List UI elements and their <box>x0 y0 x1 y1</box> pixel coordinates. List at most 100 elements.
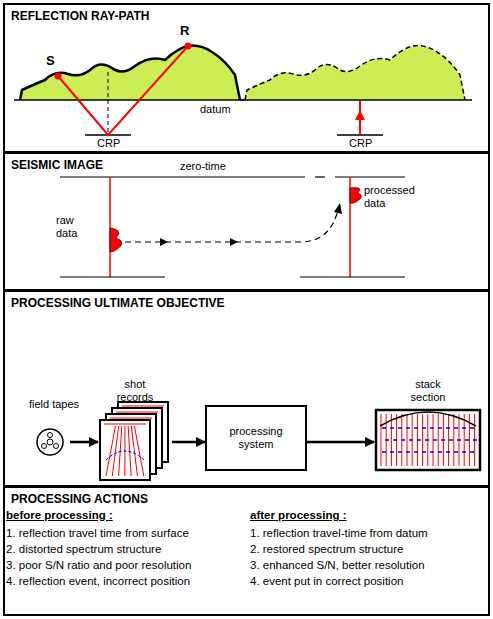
section-event <box>414 427 418 429</box>
section-event <box>422 451 426 453</box>
process-box: processing system <box>205 405 307 471</box>
shot-top <box>116 411 158 412</box>
section-event <box>398 427 402 429</box>
panel: REFLECTION RAY-PATH <box>3 3 490 153</box>
list-item: 3. poor S/N ratio and poor resolution <box>6 559 191 572</box>
list-item: 1. reflection travel time from surface <box>6 527 189 540</box>
section-event <box>406 451 410 453</box>
section-frame <box>376 410 480 470</box>
shift-arrowhead <box>160 238 168 246</box>
tape-hole <box>42 444 47 449</box>
normal-dashed <box>108 72 109 134</box>
time-bottom <box>300 276 405 277</box>
label: S <box>46 54 55 67</box>
list-item: 1. reflection travel-time from datum <box>250 527 428 540</box>
shot-frame <box>100 420 150 480</box>
ray-arrowhead <box>355 110 365 120</box>
section-trace <box>453 414 454 466</box>
section-event <box>441 439 445 441</box>
ray-path <box>58 46 188 135</box>
time-bottom <box>60 276 165 277</box>
shift-arrowhead <box>230 238 238 246</box>
panel-heading: REFLECTION RAY-PATH <box>5 5 488 23</box>
label: CRP <box>349 137 372 150</box>
tape-icon: field tapes <box>28 398 70 458</box>
section-event <box>417 439 421 441</box>
datum-line <box>14 99 244 101</box>
panel: SEISMIC IMAGE <box>3 152 490 291</box>
section-event <box>430 451 434 453</box>
section-trace <box>448 414 449 466</box>
tape-hub <box>47 439 53 445</box>
section-trace <box>464 414 465 466</box>
section-dome <box>380 412 476 426</box>
section-event <box>462 427 466 429</box>
zero-time-line <box>60 176 305 177</box>
surface-line-dashed <box>245 46 465 100</box>
section-event <box>393 439 397 441</box>
flow-arrow <box>172 441 205 444</box>
stack-section-figure <box>376 410 480 470</box>
flow-arrow <box>307 441 374 444</box>
terrain <box>245 46 465 100</box>
flow-arrow <box>70 441 98 444</box>
section-trace <box>407 414 408 466</box>
icon-label: stack section <box>402 378 454 404</box>
list-heading: after processing : <box>250 509 347 522</box>
shot-trace <box>112 426 118 476</box>
section-event <box>470 427 474 429</box>
label: CRP <box>97 137 120 150</box>
box-label: processing system <box>207 421 305 455</box>
section-event <box>438 427 442 429</box>
terrain <box>20 46 240 100</box>
section-event <box>454 451 458 453</box>
section-event <box>409 439 413 441</box>
section-trace <box>391 414 392 466</box>
tape-hole <box>54 444 59 449</box>
section-event <box>401 439 405 441</box>
label: processed data <box>364 184 426 210</box>
section-event <box>406 427 410 429</box>
shot-trace <box>106 426 116 476</box>
shot-trace <box>131 426 137 476</box>
list-item: 2. restored spectrum structure <box>250 543 403 556</box>
list-item: 4. reflection event, incorrect position <box>6 575 190 588</box>
raw-wavelet <box>110 228 122 252</box>
section-event <box>446 427 450 429</box>
tape-hole <box>48 433 53 438</box>
section-event <box>433 439 437 441</box>
section-event <box>422 427 426 429</box>
section-event <box>382 451 386 453</box>
shot-trace <box>134 426 143 476</box>
shot-records: shot records <box>98 378 172 484</box>
section-event <box>449 439 453 441</box>
shot-top <box>110 417 152 418</box>
shot-record-stack <box>100 402 168 480</box>
surface-line <box>20 46 240 100</box>
list-item: 2. distorted spectrum structure <box>6 543 161 556</box>
section-event <box>390 451 394 453</box>
receiver-dot <box>185 43 192 50</box>
section-event <box>430 427 434 429</box>
shift-arrowhead <box>334 203 342 214</box>
section-event <box>462 451 466 453</box>
list-heading: before processing : <box>6 509 113 522</box>
shot-event <box>106 451 144 460</box>
section-event <box>438 451 442 453</box>
label: datum <box>200 103 231 116</box>
section-event <box>465 439 469 441</box>
panel-heading: PROCESSING ACTIONS <box>5 488 488 506</box>
section-event <box>470 451 474 453</box>
section-trace <box>438 414 439 466</box>
datum-line <box>240 99 472 101</box>
tape-reel <box>37 429 63 455</box>
section-event <box>446 451 450 453</box>
shift-path <box>125 210 338 242</box>
zero-time-line <box>335 176 405 177</box>
section-event <box>385 439 389 441</box>
zero-time-line <box>315 176 325 177</box>
section-event <box>454 427 458 429</box>
section-trace <box>381 414 382 466</box>
section-event <box>390 427 394 429</box>
trace <box>109 177 111 277</box>
